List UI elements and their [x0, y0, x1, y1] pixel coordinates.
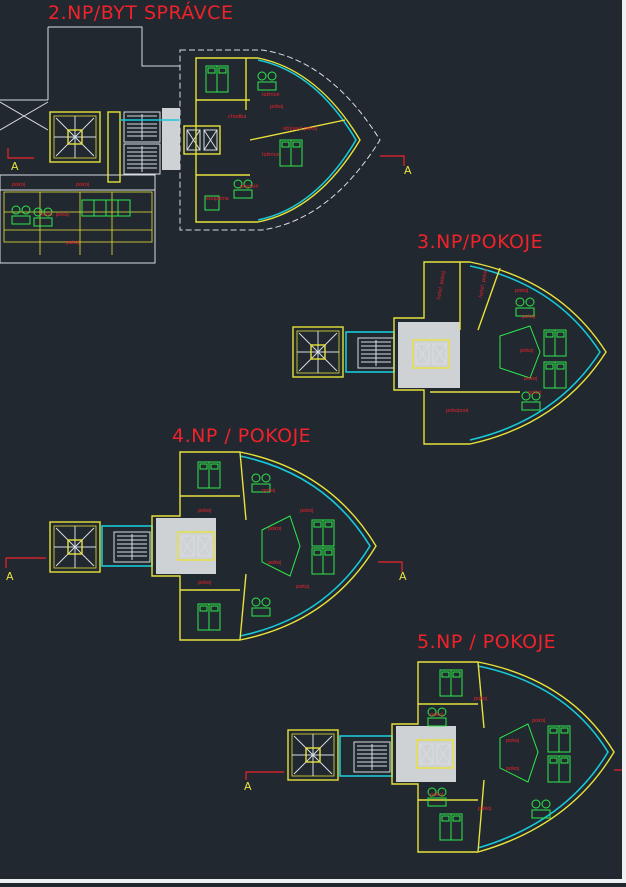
- room-label: pokoj: [506, 766, 519, 772]
- room-label: obývací pokoj: [283, 125, 317, 132]
- svg-text:A: A: [244, 780, 252, 793]
- room-label: předsíň: [240, 183, 259, 190]
- lift-core-2np: [49, 111, 101, 163]
- svg-text:A: A: [404, 164, 412, 177]
- svg-text:A: A: [11, 160, 19, 173]
- floor-title-2np: 2.NP/BYT SPRÁVCE: [48, 1, 233, 24]
- room-label: pokojová: [446, 407, 468, 414]
- room-label: pokoj: [515, 288, 528, 294]
- section-marker-4np-left: A: [5, 557, 46, 583]
- room-label: ložnice: [262, 151, 279, 158]
- section-marker-2np-right: A: [380, 155, 412, 177]
- room-label: pokoj: [198, 580, 211, 586]
- section-marker-4np-right: A: [378, 561, 407, 583]
- room-label: pokoj: [300, 508, 313, 514]
- canvas-edge-right: [622, 0, 626, 883]
- floor-plan-4np: 4.NP / POKOJE pokoj pokoj pokoj pokoj po…: [5, 425, 407, 641]
- section-marker-5np-left: A: [244, 771, 284, 793]
- room-label: hotel. pokoj: [436, 271, 447, 301]
- svg-text:A: A: [399, 570, 407, 583]
- floor-plan-2np: 2.NP/BYT SPRÁVCE pokoj pokoj hotel. pokoj…: [0, 1, 412, 264]
- room-label: pokoj: [268, 560, 281, 566]
- lift-core-3np: [292, 326, 344, 378]
- room-label: pokoj: [66, 240, 79, 246]
- room-label: pokoj: [474, 696, 487, 702]
- floor-title-5np: 5.NP / POKOJE: [417, 631, 556, 653]
- room-label: ložnice: [262, 91, 279, 98]
- room-label: pokoj: [520, 348, 533, 354]
- room-label: pokoj: [262, 488, 275, 494]
- section-marker-2np-left: A: [7, 148, 34, 173]
- room-label: pokoj: [522, 314, 535, 320]
- floor-title-4np: 4.NP / POKOJE: [172, 425, 311, 447]
- room-label: hotel. pokoj: [478, 269, 489, 299]
- floor-title-3np: 3.NP/POKOJE: [417, 231, 543, 253]
- room-label: pokoj: [528, 390, 541, 396]
- room-label: pokoj: [268, 526, 281, 532]
- room-label: pokoj: [12, 182, 25, 188]
- room-label: pokoj: [198, 508, 211, 514]
- room-label: chodba: [228, 114, 246, 120]
- lift-core-4np: [49, 521, 101, 573]
- canvas-edge-bottom: [0, 879, 626, 883]
- room-label: koupelna: [206, 196, 229, 202]
- room-label: pokoj: [430, 712, 443, 718]
- lift-core-5np: [287, 729, 339, 781]
- svg-text:A: A: [6, 570, 14, 583]
- room-label: pokoj: [524, 376, 537, 382]
- floor-plan-3np: 3.NP/POKOJE hotel. pokoj hotel. pokoj po…: [292, 231, 607, 445]
- elevator-2np: [183, 125, 221, 155]
- room-label: pokoj: [270, 104, 283, 110]
- room-label: pokoj: [76, 182, 89, 188]
- floor-plan-5np: 5.NP / POKOJE pokoj pokoj pokoj pokoj po…: [244, 631, 624, 853]
- room-label: pokoj: [506, 738, 519, 744]
- room-label: pokoj: [296, 584, 309, 590]
- room-label: hotel. pokoj: [40, 212, 69, 218]
- room-label: pokoj: [532, 718, 545, 724]
- room-label: pokoj: [430, 792, 443, 798]
- room-label: pokoj: [478, 806, 491, 812]
